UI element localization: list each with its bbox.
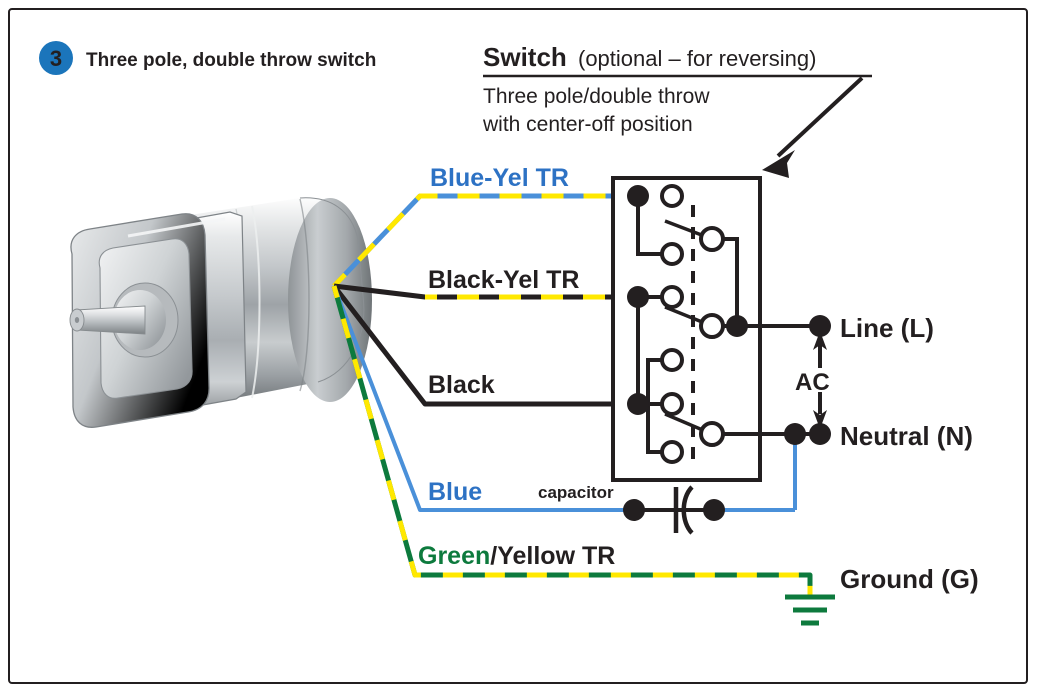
switch-heading-note: (optional – for reversing)	[578, 46, 816, 71]
wire-label-black-yel-tr: Black-Yel TR	[428, 266, 579, 294]
wire-label-black: Black	[428, 371, 495, 399]
wire-black	[332, 284, 638, 407]
terminal-label-neutral: Neutral (N)	[840, 421, 973, 451]
step-title: Three pole, double throw switch	[86, 50, 376, 71]
wire-green-yellow-tr	[331, 285, 813, 596]
capacitor-symbol	[623, 485, 725, 535]
three-pole-double-throw-switch-symbol	[611, 176, 820, 482]
terminal-label-ac: AC	[795, 369, 830, 396]
green-yellow-yellow-part: Yellow TR	[497, 542, 615, 570]
switch-desc-line-1: Three pole/double throw	[483, 85, 710, 108]
step-badge: 3	[39, 41, 73, 75]
step-badge-number: 3	[50, 46, 62, 71]
arrow-pointer	[762, 76, 864, 178]
terminal-label-ground: Ground (G)	[840, 564, 979, 594]
capacitor-label: capacitor	[538, 483, 614, 502]
wire-label-green-yellow-tr: Green/Yellow TR	[418, 542, 615, 570]
terminal-label-line: Line (L)	[840, 313, 934, 343]
wire-label-blue: Blue	[428, 478, 482, 506]
gearmotor-illustration	[69, 197, 372, 428]
ac-source-arrows	[809, 315, 831, 445]
switch-desc-line-2: with center-off position	[482, 113, 693, 136]
green-yellow-separator: /	[490, 542, 497, 570]
wire-black-yel-tr	[333, 283, 638, 300]
switch-heading: Switch	[483, 42, 567, 72]
wire-label-blue-yel-tr: Blue-Yel TR	[430, 164, 569, 192]
wire-blue-yel-tr	[332, 193, 638, 288]
earth-ground-symbol	[785, 594, 835, 626]
green-yellow-green-part: Green	[418, 542, 490, 570]
